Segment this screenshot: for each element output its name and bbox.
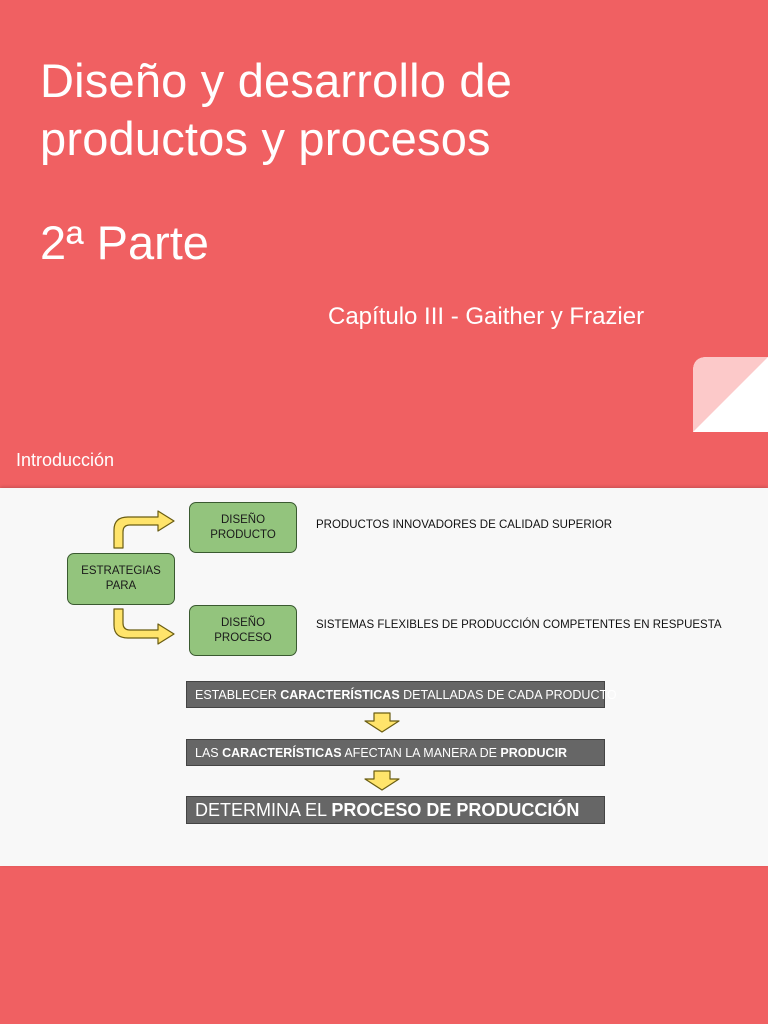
step-establish-characteristics: ESTABLECER CARACTERÍSTICAS DETALLADAS DE… (186, 681, 617, 708)
process-design-label: DISEÑO PROCESO (214, 616, 272, 644)
flow-arrows (113, 510, 400, 791)
title-line-2: productos y procesos (40, 112, 491, 165)
title-block: Diseño y desarrollo de productos y proce… (40, 52, 740, 269)
process-description: SISTEMAS FLEXIBLES DE PRODUCCIÓN COMPETE… (316, 619, 722, 631)
section-label: Introducción (16, 450, 115, 470)
product-design-box: DISEÑO PRODUCTO (189, 502, 297, 553)
title-line-1: Diseño y desarrollo de (40, 54, 513, 107)
strategies-box: ESTRATEGIAS PARA (67, 553, 175, 605)
part-title: 2ª Parte (40, 216, 209, 269)
step-text-bold: CARACTERÍSTICAS (222, 745, 342, 760)
step-determine-process: DETERMINA EL PROCESO DE PRODUCCIÓN (186, 796, 605, 824)
presentation-title: Diseño y desarrollo de productos y proce… (40, 52, 740, 168)
product-design-label: DISEÑO PRODUCTO (210, 513, 276, 541)
curved-arrow-up-icon (113, 510, 175, 549)
step-text: DETERMINA EL (195, 799, 332, 820)
strategies-label: ESTRATEGIAS PARA (81, 565, 161, 592)
folded-page-icon (693, 357, 768, 432)
step-text-bold: CARACTERÍSTICAS (280, 687, 400, 702)
process-design-box: DISEÑO PROCESO (189, 605, 297, 656)
step-text: ESTABLECER (195, 687, 281, 702)
step-text: AFECTAN LA MANERA DE (341, 745, 501, 760)
step-text: DETALLADAS DE CADA PRODUCTO (399, 687, 617, 702)
down-arrow-icon (364, 770, 400, 791)
curved-arrow-down-icon (113, 608, 175, 645)
step-text-bold: PROCESO DE PRODUCCIÓN (331, 799, 580, 820)
step-text: LAS (195, 745, 223, 760)
product-description: PRODUCTOS INNOVADORES DE CALIDAD SUPERIO… (316, 519, 613, 531)
step-text-bold: PRODUCIR (500, 745, 568, 760)
step-characteristics-affect: LAS CARACTERÍSTICAS AFECTAN LA MANERA DE… (186, 739, 605, 766)
chapter-subtitle: Capítulo III - Gaither y Frazier (328, 303, 645, 330)
slide-preview[interactable]: ESTRATEGIAS PARA DISEÑO PRODUCTO DISEÑO … (0, 488, 768, 866)
down-arrow-icon (364, 712, 400, 733)
